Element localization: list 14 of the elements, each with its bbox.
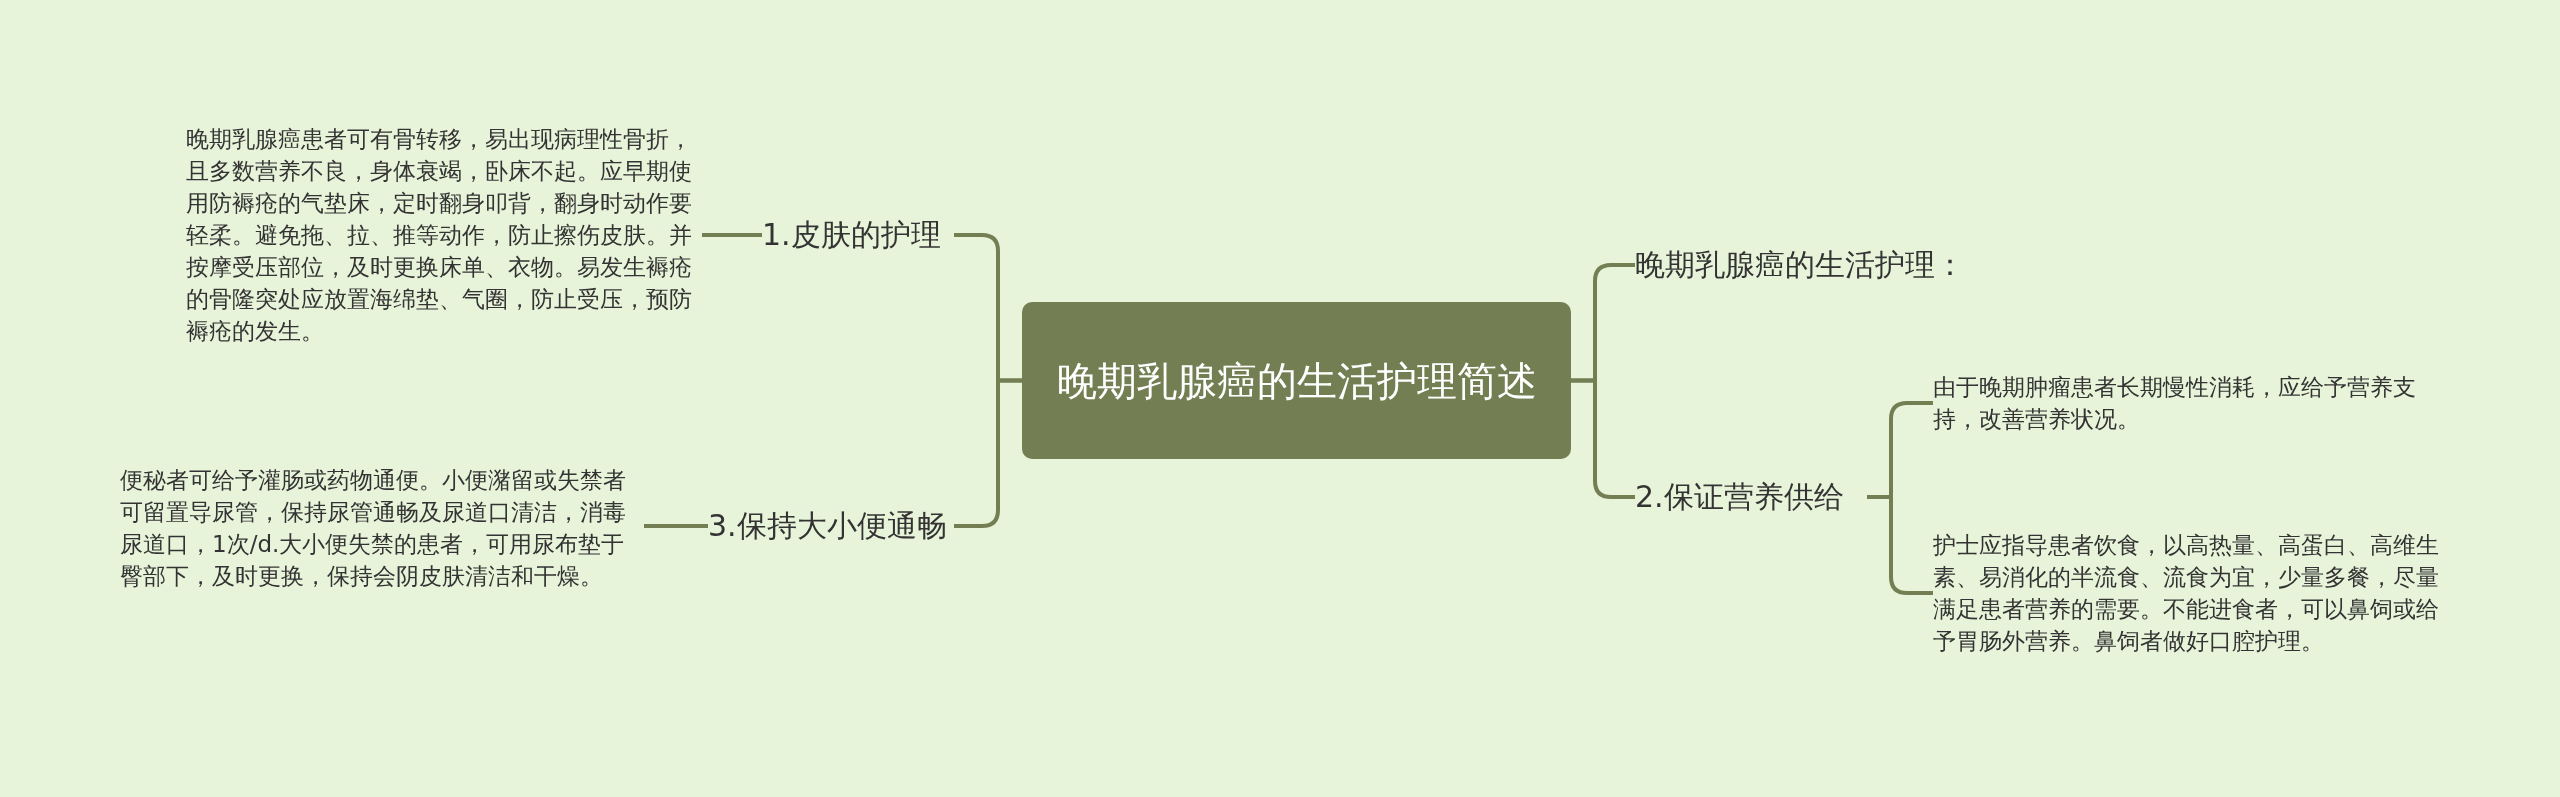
connector-line bbox=[1571, 378, 1635, 499]
connector-line bbox=[702, 233, 762, 237]
note-text: 晚期乳腺癌患者可有骨转移，易出现病理性骨折，且多数营养不良，身体衰竭，卧床不起。应早期使用防褥疮的气垫床，定时翻身叩背，翻身时动作要轻柔。避免拖、拉、推等动作，防止擦伤皮肤。并按摩受压部位，及时更换床单、衣物。易发生褥疮的骨隆突处应放置海绵垫、气圈，防止受压，预防褥疮的发生。 bbox=[186, 118, 702, 352]
note-text: 由于晚期肿瘤患者长期慢性消耗，应给予营养支持，改善营养状况。 bbox=[1933, 370, 2433, 436]
topic-text: 3.保持大小便通畅 bbox=[708, 506, 954, 546]
connector-line bbox=[1867, 495, 1933, 595]
connector-line bbox=[644, 524, 708, 528]
note-text: 护士应指导患者饮食，以高热量、高蛋白、高维生素、易消化的半流食、流食为宜，少量多餐，尽量满足患者营养的需要。不能进食者，可以鼻饲或给予胃肠外营养。鼻饲者做好口腔护理。 bbox=[1933, 512, 2445, 674]
connector-line bbox=[954, 378, 1022, 528]
topic-text: 1.皮肤的护理 bbox=[762, 215, 954, 255]
topic-text: 2.保证营养供给 bbox=[1635, 477, 1867, 517]
root-box: 晚期乳腺癌的生活护理简述 bbox=[1022, 302, 1571, 459]
topic-text: 晚期乳腺癌的生活护理： bbox=[1635, 245, 1985, 285]
note-text: 便秘者可给予灌肠或药物通便。小便潴留或失禁者可留置导尿管，保持尿管通畅及尿道口清洁，消毒尿道口，1次/d.大小便失禁的患者，可用尿布垫于臀部下，及时更换，保持会阴皮肤清洁和干燥。 bbox=[120, 430, 644, 626]
